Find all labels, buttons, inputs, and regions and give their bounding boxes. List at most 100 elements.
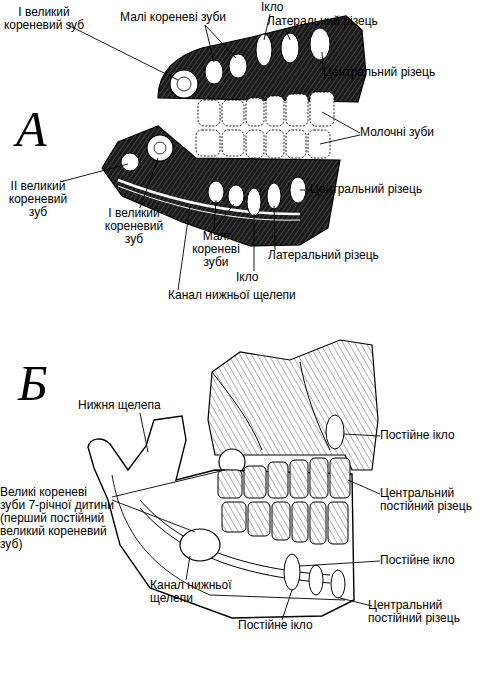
lower-tooth <box>292 502 308 542</box>
milk-tooth <box>286 94 308 126</box>
leader-line <box>140 413 148 452</box>
part-label: Центральний різець <box>323 66 463 79</box>
milk-tooth <box>266 96 284 126</box>
part-label: Центральний постійний різець <box>380 487 495 513</box>
part-label: Постійне ікло <box>380 554 495 567</box>
incisor-bud <box>310 28 330 60</box>
teeth-row-b <box>218 458 350 544</box>
leader-line <box>140 158 158 208</box>
part-label: Великі кореневі зуби 7-річної дитини (пе… <box>0 486 114 551</box>
upper-tooth <box>268 462 288 498</box>
upper-tooth <box>330 458 350 498</box>
zygomatic-outline <box>212 372 262 450</box>
part-label: ІІ великий кореневий зуб <box>2 180 74 219</box>
leader-line <box>214 204 234 230</box>
leader-line <box>214 200 216 230</box>
mandible-outline <box>88 416 354 618</box>
molar-bud-core <box>154 142 166 154</box>
mandibular-canal <box>140 500 330 575</box>
milk-tooth <box>266 130 284 158</box>
lower-tooth <box>272 502 290 540</box>
leader-line <box>300 561 380 566</box>
part-label: Центральний постійний різець <box>368 599 488 625</box>
milk-tooth <box>196 130 220 156</box>
maxilla-outline <box>158 16 366 102</box>
milk-tooth <box>222 100 244 126</box>
leader-line <box>282 590 292 620</box>
part-label: Постійне ікло <box>380 429 495 442</box>
leader-line <box>348 480 380 494</box>
premolar-bud <box>205 60 223 84</box>
part-label: Ікло <box>261 1 301 14</box>
upper-tooth <box>310 458 328 498</box>
incisor-bud <box>281 33 299 63</box>
part-label: Нижня щелепа <box>78 399 198 412</box>
part-label: Ікло <box>236 271 276 284</box>
lower-tooth <box>328 502 348 544</box>
leader-line <box>300 190 310 191</box>
canine-bud <box>326 415 344 449</box>
part-label: Канал нижньої щелепи <box>168 289 338 302</box>
leader-line <box>340 598 372 606</box>
canine-bud <box>284 554 300 590</box>
lower-tooth <box>310 502 326 544</box>
upper-tooth <box>218 470 242 498</box>
part-label: І великий кореневий зуб <box>2 6 86 32</box>
leader-line <box>112 500 195 532</box>
leader-line <box>205 25 214 62</box>
panel-letter: Б <box>18 356 78 410</box>
leader-lines-b <box>112 413 380 620</box>
leader-line <box>254 214 255 271</box>
part-label: Канал нижньої щелепи <box>150 579 238 605</box>
milk-teeth-a <box>196 92 334 158</box>
leader-line <box>205 25 236 58</box>
leader-line <box>344 434 380 436</box>
lower-tooth <box>248 502 270 536</box>
molar-bud <box>121 153 139 171</box>
milk-tooth <box>198 100 220 126</box>
leader-line <box>274 206 275 250</box>
part-label: Латеральний різець <box>267 15 407 28</box>
incisor-bud <box>267 183 281 209</box>
milk-tooth <box>246 130 264 158</box>
leader-line <box>322 112 360 133</box>
leader-line <box>66 24 178 80</box>
canine-bud <box>247 188 261 216</box>
skull-fragment-b <box>208 340 378 475</box>
molar-bud <box>170 70 198 98</box>
molar-bud-core <box>177 77 191 91</box>
part-label: Центральний різець <box>310 183 460 196</box>
incisor-bud <box>309 565 323 595</box>
part-label: Молочні зуби <box>360 126 470 139</box>
milk-tooth <box>286 130 306 158</box>
part-label: Малі кореневі зуби <box>120 11 270 24</box>
leader-line <box>186 556 190 580</box>
leader-line <box>112 470 225 497</box>
part-label: Малі кореневі зуби <box>190 230 242 269</box>
milk-tooth <box>310 92 334 126</box>
milk-tooth <box>222 130 244 156</box>
upper-tooth <box>244 466 266 498</box>
zygomatic-outline <box>300 362 330 450</box>
molar-bud <box>180 529 220 561</box>
milk-tooth <box>308 130 330 158</box>
upper-jaw-a <box>158 16 366 102</box>
premolar-bud <box>228 185 244 207</box>
molar-bud <box>147 135 173 161</box>
panel-letter: А <box>16 102 76 156</box>
mandible-b <box>88 416 354 618</box>
milk-tooth <box>246 98 264 126</box>
leader-line <box>285 28 290 40</box>
part-label: Латеральний різець <box>268 249 418 262</box>
premolar-bud <box>208 181 224 203</box>
leader-line <box>322 52 323 73</box>
part-label: І великий кореневий зуб <box>98 207 170 246</box>
lower-tooth <box>222 502 246 532</box>
leader-line <box>178 206 190 290</box>
upper-tooth <box>290 460 308 498</box>
incisor-bud <box>331 570 345 598</box>
leader-line <box>320 135 360 144</box>
leader-line <box>60 164 128 182</box>
